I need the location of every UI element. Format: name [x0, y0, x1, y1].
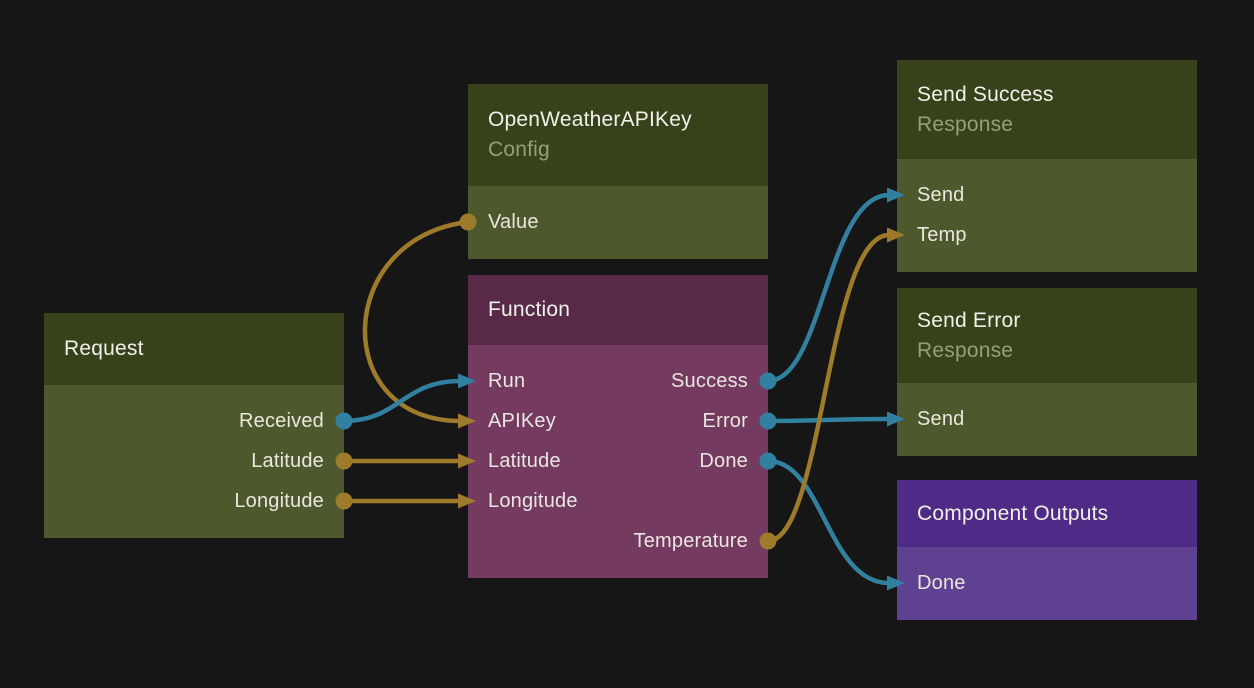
port-openweather-value-dot[interactable]	[459, 213, 477, 231]
node-subtitle: Response	[917, 338, 1014, 362]
node-request-header[interactable]: Request	[44, 313, 344, 385]
edge-function-done--component_outputs-done[interactable]	[767, 458, 890, 586]
node-title: Request	[64, 337, 144, 361]
node-component_outputs-header[interactable]: Component Outputs	[897, 480, 1197, 547]
node-title: Send Success	[917, 82, 1054, 106]
port-function-temperature-dot[interactable]	[759, 532, 777, 550]
port-request-received-label[interactable]: Received	[239, 410, 324, 432]
edge-function-success--send_success-send[interactable]	[767, 192, 890, 384]
node-subtitle: Response	[917, 112, 1014, 136]
node-title: Send Error	[917, 308, 1021, 332]
port-function-done-label[interactable]: Done	[699, 450, 748, 472]
port-send_error-send-label[interactable]: Send	[917, 408, 965, 430]
node-function-header[interactable]: Function	[468, 275, 768, 345]
port-function-latitude-label[interactable]: Latitude	[488, 450, 561, 472]
port-request-longitude-label[interactable]: Longitude	[234, 490, 324, 512]
port-send_success-send-label[interactable]: Send	[917, 184, 965, 206]
port-function-apikey-label[interactable]: APIKey	[488, 410, 556, 432]
edge-openweather-value--function-apikey[interactable]	[362, 219, 469, 424]
port-request-latitude-label[interactable]: Latitude	[251, 450, 324, 472]
port-function-success-label[interactable]: Success	[671, 370, 748, 392]
node-title: Function	[488, 298, 571, 322]
edge-request-received--function-run[interactable]	[343, 378, 461, 424]
port-function-success-dot[interactable]	[759, 372, 777, 390]
edge-function-temperature--send_success-temp[interactable]	[767, 232, 890, 544]
port-function-error-label[interactable]: Error	[702, 410, 748, 432]
port-function-temperature-label[interactable]: Temperature	[633, 530, 748, 552]
node-title: Component Outputs	[917, 501, 1109, 525]
port-send_success-temp-label[interactable]: Temp	[917, 224, 967, 246]
port-function-done-dot[interactable]	[759, 452, 777, 470]
port-function-longitude-label[interactable]: Longitude	[488, 490, 578, 512]
port-openweather-value-label[interactable]: Value	[488, 211, 539, 233]
node-title: OpenWeatherAPIKey	[488, 108, 692, 132]
port-request-received-dot[interactable]	[335, 412, 353, 430]
port-component_outputs-done-label[interactable]: Done	[917, 572, 966, 594]
port-request-longitude-dot[interactable]	[335, 492, 353, 510]
port-function-run-label[interactable]: Run	[488, 370, 526, 392]
port-function-error-dot[interactable]	[759, 412, 777, 430]
port-request-latitude-dot[interactable]	[335, 452, 353, 470]
edge-function-error--send_error-send[interactable]	[767, 416, 890, 424]
node-subtitle: Config	[488, 138, 550, 161]
